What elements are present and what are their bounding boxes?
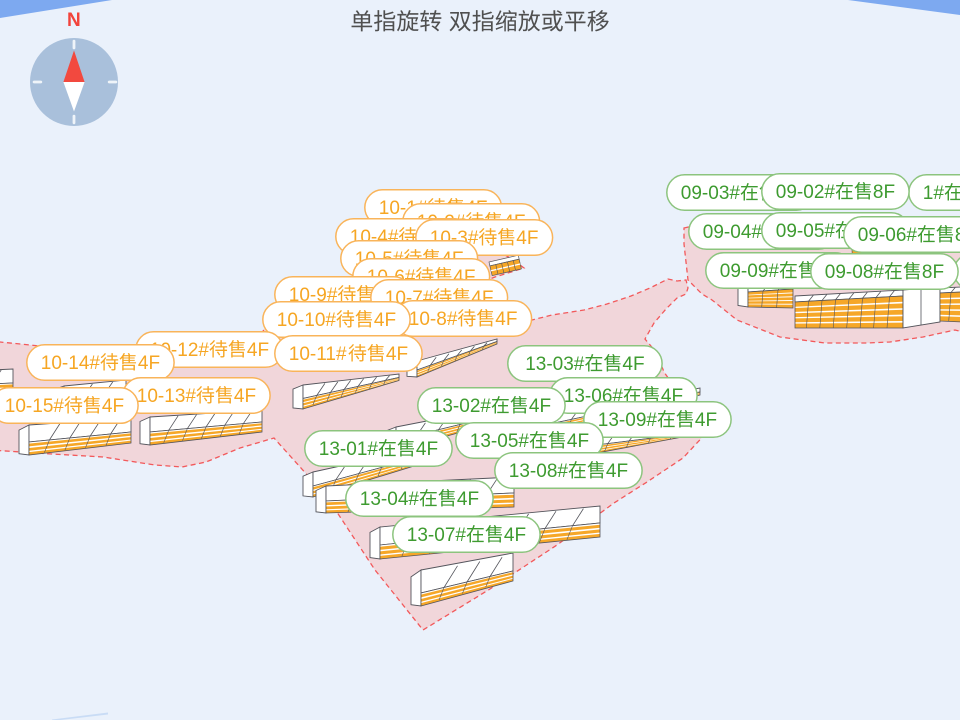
svg-text:09-04#: 09-04# bbox=[703, 222, 763, 243]
svg-text:8F: 8F bbox=[922, 262, 944, 283]
svg-text:4F: 4F bbox=[386, 344, 408, 365]
svg-text:13-04#: 13-04# bbox=[360, 489, 420, 510]
svg-text:4F: 4F bbox=[416, 439, 438, 460]
svg-text:10-11#: 10-11# bbox=[289, 344, 347, 365]
svg-text:4F: 4F bbox=[529, 396, 551, 417]
svg-text:4F: 4F bbox=[495, 309, 517, 330]
svg-text:10-9#: 10-9# bbox=[289, 285, 338, 306]
svg-text:4F: 4F bbox=[457, 489, 479, 510]
svg-text:1#: 1# bbox=[923, 183, 945, 204]
svg-text:13-03#: 13-03# bbox=[525, 354, 585, 375]
svg-text:8F: 8F bbox=[873, 182, 895, 203]
svg-text:10-15#: 10-15# bbox=[5, 396, 65, 417]
svg-text:13-01#: 13-01# bbox=[319, 439, 379, 460]
svg-text:4F: 4F bbox=[138, 353, 160, 374]
svg-text:10-8#: 10-8# bbox=[409, 309, 458, 330]
svg-text:13-07#: 13-07# bbox=[407, 525, 467, 546]
svg-text:4F: 4F bbox=[234, 386, 256, 407]
svg-text:4F: 4F bbox=[567, 431, 589, 452]
svg-text:13-05#: 13-05# bbox=[470, 431, 530, 452]
svg-text:4F: 4F bbox=[606, 461, 628, 482]
svg-text:09-09#: 09-09# bbox=[720, 261, 780, 282]
svg-text:4F: 4F bbox=[247, 340, 269, 361]
svg-text:4F: 4F bbox=[374, 310, 396, 331]
svg-text:09-08#: 09-08# bbox=[825, 262, 885, 283]
svg-text:09-03#: 09-03# bbox=[681, 183, 741, 204]
svg-text:8F: 8F bbox=[955, 225, 960, 246]
svg-text:09-05#: 09-05# bbox=[776, 221, 836, 242]
svg-text:N: N bbox=[67, 10, 81, 31]
svg-text:10-10#: 10-10# bbox=[277, 310, 337, 331]
svg-text:13-09#: 13-09# bbox=[598, 410, 658, 431]
svg-text:4F: 4F bbox=[516, 228, 538, 249]
svg-text:09-06#: 09-06# bbox=[858, 225, 918, 246]
svg-text:4F: 4F bbox=[504, 525, 526, 546]
svg-text:10-13#: 10-13# bbox=[137, 386, 197, 407]
svg-text:09-02#: 09-02# bbox=[776, 182, 836, 203]
svg-text:4F: 4F bbox=[622, 354, 644, 375]
svg-text:4F: 4F bbox=[695, 410, 717, 431]
svg-text:10-14#: 10-14# bbox=[41, 353, 101, 374]
svg-text:13-02#: 13-02# bbox=[432, 396, 492, 417]
svg-text:13-08#: 13-08# bbox=[509, 461, 569, 482]
svg-text:4F: 4F bbox=[102, 396, 124, 417]
